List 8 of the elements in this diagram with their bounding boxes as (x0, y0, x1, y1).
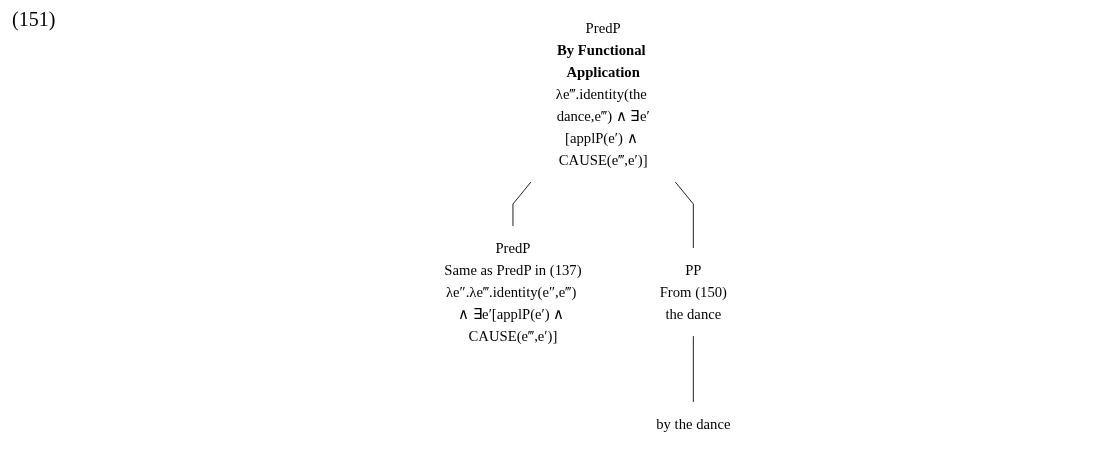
connector (674, 181, 694, 249)
node-text: by the dance (656, 416, 731, 433)
node-text: PredP Same as PredP in (137) λe″.λe‴.identity(e″,e‴) ∧ ∃e′[applP(e′) ∧ CAUSE(e‴,e′)] (444, 239, 582, 345)
connector (692, 335, 694, 403)
example-number: (151) (12, 8, 56, 31)
node-text: PredP By Functional Application λe‴.identity(the dance,e‴) ∧ ∃e′[applP(e′) ∧ CAUSE(e‴,e′)] (555, 19, 650, 169)
node-text: PP From (150) the dance (659, 261, 727, 323)
connector (512, 181, 532, 227)
